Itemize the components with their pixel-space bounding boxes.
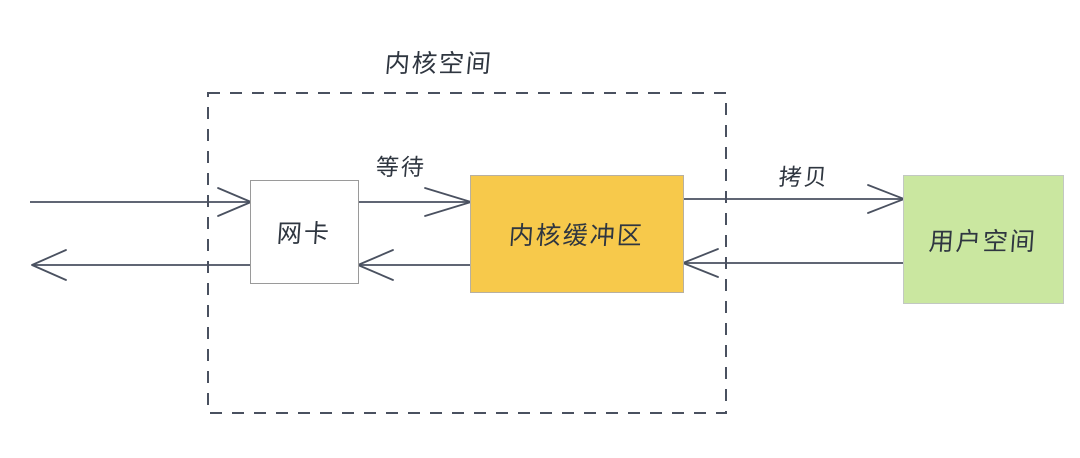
node-kernel-buffer: 内核缓冲区 [470,175,684,293]
arrow-kernel-buffer-to-nic [357,249,470,281]
arrow-nic-to-kernel-buffer [359,187,472,217]
arrow-user-space-to-kernel-buffer [682,248,903,278]
node-user-space-label: 用户空间 [928,226,1039,256]
edge-label-wait: 等待 [374,155,427,181]
node-kernel-buffer-label: 内核缓冲区 [508,221,646,250]
edge-label-copy: 拷贝 [777,165,830,191]
node-user-space: 用户空间 [903,175,1064,304]
node-nic: 网卡 [250,180,359,284]
arrow-inbound-to-nic [30,187,252,217]
node-nic-label: 网卡 [276,219,333,248]
kernel-space-title: 内核空间 [383,49,495,78]
